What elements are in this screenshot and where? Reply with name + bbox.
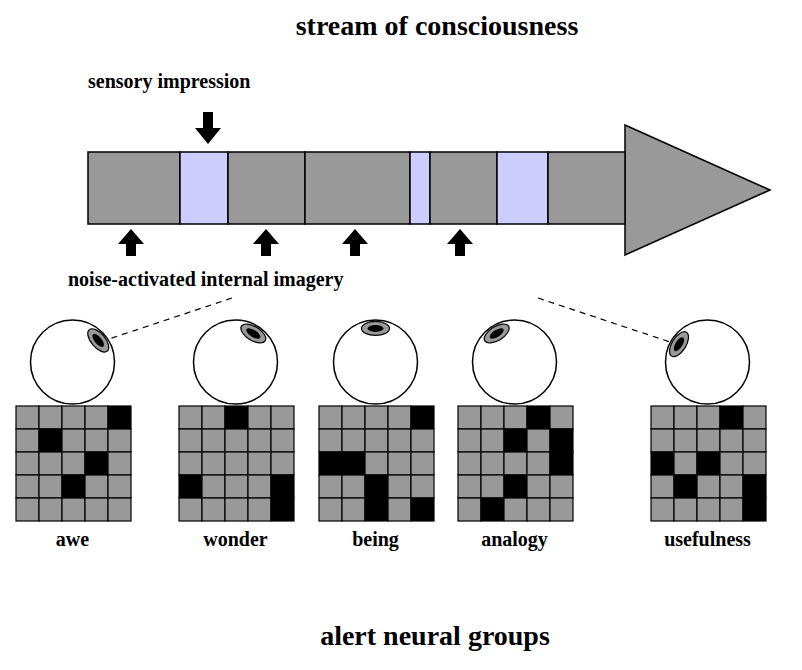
group-label: awe — [15, 528, 130, 551]
neuron-grid — [457, 405, 574, 522]
title: stream of consciousness — [237, 10, 637, 42]
annotation-label: sensory impression — [88, 70, 250, 93]
neuron-grid — [178, 405, 295, 522]
block-arrows — [118, 112, 473, 256]
group-label: wonder — [178, 528, 293, 551]
neural-group: being — [318, 405, 433, 551]
group-label: analogy — [457, 528, 572, 551]
eye — [194, 320, 278, 404]
eye — [31, 320, 115, 404]
stream-arrow — [88, 125, 770, 255]
neural-group: awe — [15, 405, 130, 551]
neuron-grid — [650, 405, 767, 522]
neuron-grid — [318, 405, 435, 522]
group-label: being — [318, 528, 433, 551]
neural-group: analogy — [457, 405, 572, 551]
eye — [334, 320, 418, 404]
neural-group: usefulness — [650, 405, 765, 551]
neuron-grid — [15, 405, 132, 522]
eye — [666, 320, 750, 404]
caption: alert neural groups — [235, 620, 635, 652]
eye — [473, 320, 557, 404]
eyes — [31, 320, 750, 404]
annotation-label: noise-activated internal imagery — [68, 268, 344, 291]
neural-group: wonder — [178, 405, 293, 551]
group-label: usefulness — [650, 528, 765, 551]
